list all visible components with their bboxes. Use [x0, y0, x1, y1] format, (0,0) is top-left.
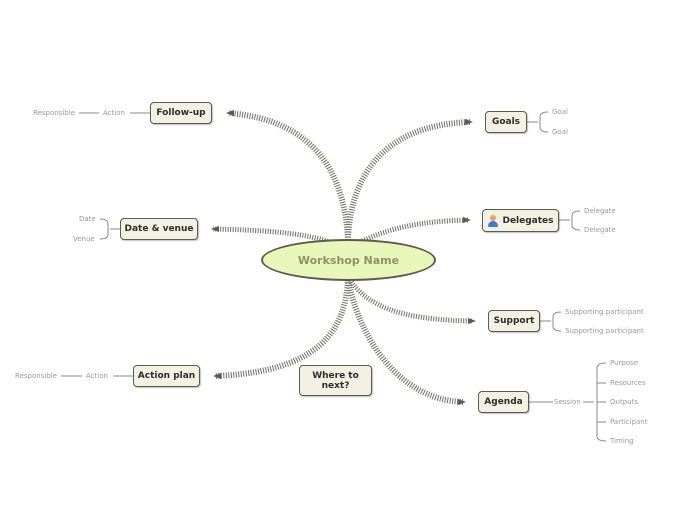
- delegate-item-2[interactable]: Delegate: [584, 226, 616, 234]
- branch-followup: [227, 110, 351, 241]
- bracket-support: [540, 311, 562, 332]
- goal-item-1[interactable]: Goal: [552, 108, 568, 116]
- branch-delegates: [358, 217, 469, 245]
- central-topic[interactable]: Workshop Name: [261, 239, 436, 281]
- actionplan-action[interactable]: Action: [86, 372, 108, 380]
- node-agenda[interactable]: Agenda: [478, 391, 529, 413]
- followup-responsible[interactable]: Responsible: [33, 109, 75, 117]
- delegate-item-1[interactable]: Delegate: [584, 207, 616, 215]
- goal-item-2[interactable]: Goal: [552, 128, 568, 136]
- bracket-agenda: [583, 362, 607, 442]
- agenda-participant[interactable]: Participant: [610, 418, 648, 426]
- bracket-date-venue: [99, 218, 120, 240]
- arrow-date-venue: [211, 226, 219, 232]
- node-delegates[interactable]: Delegates: [482, 209, 559, 232]
- person-icon: [487, 214, 499, 227]
- arrow-agenda: [458, 399, 466, 405]
- node-support[interactable]: Support: [488, 310, 540, 332]
- agenda-label: Agenda: [484, 397, 523, 407]
- branch-action-plan: [214, 279, 351, 379]
- where-next-label: Where to next?: [312, 370, 359, 391]
- branch-agenda: [345, 279, 464, 405]
- arrow-delegates: [463, 217, 471, 223]
- followup-label: Follow-up: [156, 108, 206, 118]
- leaf-connectors: [61, 111, 607, 442]
- agenda-purpose[interactable]: Purpose: [610, 359, 639, 367]
- agenda-session[interactable]: Session: [554, 398, 581, 406]
- node-where-next[interactable]: Where to next?: [299, 365, 372, 396]
- date-venue-label: Date & venue: [124, 224, 194, 234]
- branch-support: [347, 278, 474, 324]
- followup-action[interactable]: Action: [103, 109, 125, 117]
- support-label: Support: [493, 316, 535, 326]
- goals-label: Goals: [491, 117, 521, 127]
- arrow-action-plan: [213, 373, 221, 379]
- node-goals[interactable]: Goals: [485, 111, 527, 133]
- action-plan-label: Action plan: [137, 371, 196, 381]
- agenda-outputs[interactable]: Outputs: [610, 398, 638, 406]
- agenda-timing[interactable]: Timing: [610, 437, 634, 445]
- bracket-delegates: [559, 210, 581, 231]
- delegates-label: Delegates: [502, 215, 554, 226]
- node-action-plan[interactable]: Action plan: [133, 365, 200, 387]
- actionplan-responsible[interactable]: Responsible: [15, 372, 57, 380]
- venue-item[interactable]: Venue: [73, 235, 95, 243]
- support-item-1[interactable]: Supporting participant: [565, 308, 644, 316]
- support-item-2[interactable]: Supporting participant: [565, 327, 644, 335]
- date-item[interactable]: Date: [79, 215, 96, 223]
- branch-goals: [345, 119, 471, 241]
- node-followup[interactable]: Follow-up: [150, 102, 212, 124]
- arrow-followup: [226, 110, 234, 116]
- arrow-goals: [465, 119, 473, 125]
- central-topic-label: Workshop Name: [297, 253, 400, 267]
- node-date-venue[interactable]: Date & venue: [120, 218, 198, 240]
- bracket-goals: [527, 111, 549, 133]
- agenda-resources[interactable]: Resources: [610, 379, 646, 387]
- arrow-support: [468, 318, 476, 324]
